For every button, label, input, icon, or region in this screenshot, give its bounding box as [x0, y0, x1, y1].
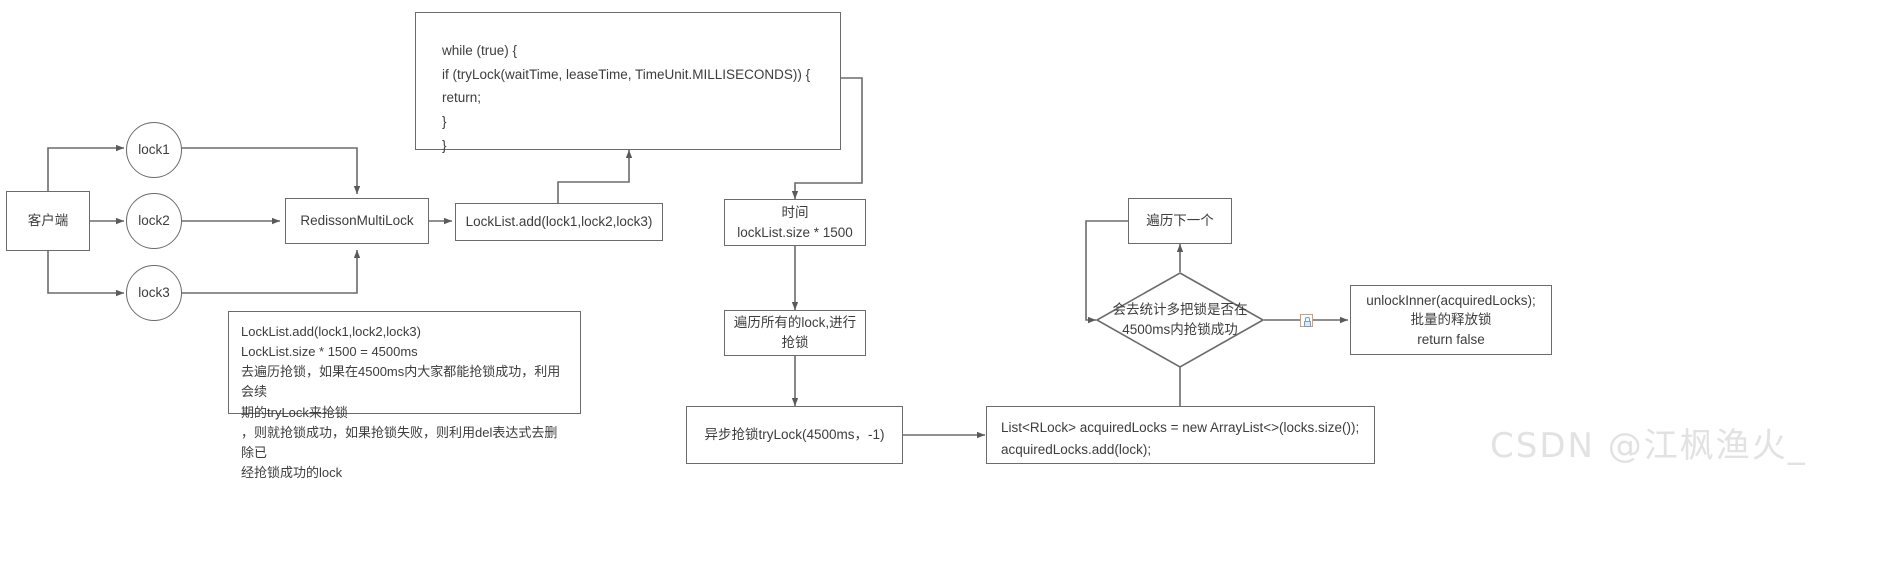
csdn-watermark: CSDN @江枫渔火_	[1490, 426, 1807, 466]
edge-lock1-to-multilock	[182, 147, 361, 194]
node-lock1-label: lock1	[138, 142, 170, 158]
node-note-locklist: LockList.add(lock1,lock2,lock3) LockList…	[228, 311, 581, 480]
node-lock1[interactable]: lock1	[126, 122, 182, 178]
node-locklist-add[interactable]: LockList.add(lock1,lock2,lock3)	[455, 203, 663, 241]
node-client-label: 客户端	[27, 213, 69, 229]
edge-next-to-decision-loop	[1085, 220, 1128, 324]
node-lock3[interactable]: lock3	[126, 265, 182, 321]
node-unlock-inner[interactable]: unlockInner(acquiredLocks); 批量的释放锁 retur…	[1350, 285, 1552, 355]
node-redisson-multilock-label: RedissonMultiLock	[300, 213, 414, 229]
node-lock2[interactable]: lock2	[126, 193, 182, 249]
edge-client-to-lock3	[47, 251, 124, 297]
edge-locklistadd-to-codebox	[557, 150, 633, 203]
edge-codebox-to-time	[791, 77, 863, 199]
node-acquired-locks-code-text: List<RLock> acquiredLocks = new ArrayLis…	[1001, 420, 1360, 457]
node-traverse-locks-label: 遍历所有的lock,进行 抢锁	[733, 315, 857, 350]
decision-diamond-shape	[1096, 272, 1264, 368]
edge-client-to-lock1	[47, 144, 124, 191]
node-code-while-trylock[interactable]: while (true) { if (tryLock(waitTime, lea…	[415, 12, 841, 153]
node-async-trylock-label: 异步抢锁tryLock(4500ms，-1)	[704, 427, 885, 443]
node-async-trylock[interactable]: 异步抢锁tryLock(4500ms，-1)	[686, 406, 903, 464]
node-decision-lock-success[interactable]: 会去统计多把锁是否在 4500ms内抢锁成功	[1096, 272, 1264, 368]
node-lock3-label: lock3	[138, 285, 170, 301]
edge-lock3-to-multilock	[182, 250, 361, 294]
node-note-locklist-text: LockList.add(lock1,lock2,lock3) LockList…	[241, 324, 561, 480]
edge-label-marker-icon	[1300, 314, 1313, 327]
node-next-iteration-label: 遍历下一个	[1146, 213, 1214, 229]
node-decision-lock-success-label: 会去统计多把锁是否在 4500ms内抢锁成功	[1112, 302, 1248, 337]
node-time-calc-label: 时间 lockList.size * 1500	[737, 204, 853, 240]
node-acquired-locks-code[interactable]: List<RLock> acquiredLocks = new ArrayLis…	[986, 406, 1375, 464]
node-client[interactable]: 客户端	[6, 191, 90, 251]
node-traverse-locks[interactable]: 遍历所有的lock,进行 抢锁	[724, 310, 866, 356]
node-unlock-inner-label: unlockInner(acquiredLocks); 批量的释放锁 retur…	[1366, 292, 1536, 347]
node-lock2-label: lock2	[138, 213, 170, 229]
node-locklist-add-label: LockList.add(lock1,lock2,lock3)	[465, 214, 653, 230]
node-code-while-trylock-text: while (true) { if (tryLock(waitTime, lea…	[442, 43, 811, 153]
node-redisson-multilock[interactable]: RedissonMultiLock	[285, 198, 429, 244]
node-next-iteration[interactable]: 遍历下一个	[1128, 198, 1232, 244]
node-time-calc[interactable]: 时间 lockList.size * 1500	[724, 199, 866, 246]
